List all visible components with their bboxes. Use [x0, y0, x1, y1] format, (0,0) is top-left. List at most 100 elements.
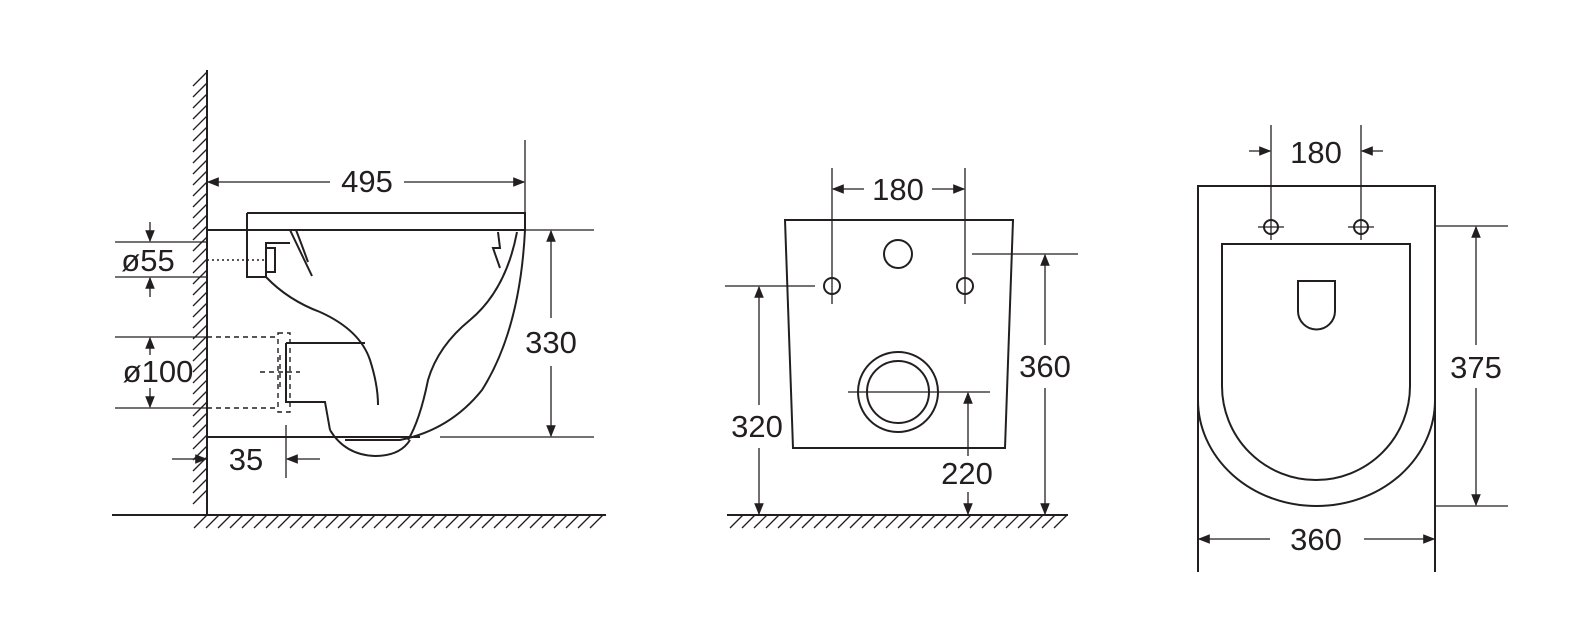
hatch-stroke [457, 514, 472, 529]
hatch-stroke [469, 514, 484, 529]
hatch-stroke [192, 401, 208, 417]
hatch-stroke [192, 115, 208, 131]
hatch-stroke [565, 514, 580, 529]
hatch-stroke [192, 489, 208, 505]
hatch-stroke [337, 514, 352, 529]
hatch-stroke [765, 514, 780, 529]
hatch-stroke [741, 514, 756, 529]
top-view: 180 375 360 [1197, 125, 1508, 572]
dim-inlet-diameter: ø55 [121, 243, 174, 278]
dim-depth: 495 [341, 164, 393, 199]
dim-width: 360 [1290, 522, 1342, 557]
hatch-stroke [192, 302, 208, 318]
inlet-connector [246, 230, 290, 278]
hatch-stroke [1053, 514, 1068, 529]
hatch-stroke [553, 514, 568, 529]
hatch-stroke [193, 514, 208, 529]
dim-outlet-offset: 35 [229, 442, 263, 477]
hatch-stroke [813, 514, 828, 529]
hatch-stroke [192, 137, 208, 153]
hatch-stroke [849, 514, 864, 529]
hatch-stroke [192, 313, 208, 329]
dim-bowl-height: 330 [525, 325, 577, 360]
hatch-stroke [192, 357, 208, 373]
hatch-stroke [192, 203, 208, 219]
hatch-stroke [589, 514, 604, 529]
hatch-stroke [192, 379, 208, 395]
outlet-pipe [285, 342, 365, 431]
hatch-stroke [192, 181, 208, 197]
hatch-stroke [192, 159, 208, 175]
hatch-stroke [192, 170, 208, 186]
hatch-stroke [192, 335, 208, 351]
hatch-stroke [192, 467, 208, 483]
hatch-stroke [481, 514, 496, 529]
dim-total-height: 360 [1019, 349, 1071, 384]
hatch-stroke [325, 514, 340, 529]
seat-opening [1221, 243, 1411, 481]
hatch-stroke [192, 280, 208, 296]
hatch-stroke [421, 514, 436, 529]
hatch-stroke [753, 514, 768, 529]
dim-top-hole-spacing: 180 [1290, 135, 1342, 170]
hatch-stroke [993, 514, 1008, 529]
hatch-stroke [945, 514, 960, 529]
drain-opening [1297, 280, 1336, 331]
hatch-stroke [192, 423, 208, 439]
dim-hole-height: 320 [731, 409, 783, 444]
hatch-stroke [1029, 514, 1044, 529]
hatch-stroke [577, 514, 592, 529]
hatch-stroke [192, 390, 208, 406]
hatch-stroke [192, 412, 208, 428]
hatch-stroke [397, 514, 412, 529]
hatch-stroke [409, 514, 424, 529]
hatch-stroke [885, 514, 900, 529]
hatch-stroke [192, 478, 208, 494]
hatch-stroke [192, 445, 208, 461]
hatch-stroke [265, 514, 280, 529]
hatch-stroke [493, 514, 508, 529]
hatch-stroke [192, 104, 208, 120]
hatch-stroke [241, 514, 256, 529]
hatch-stroke [277, 514, 292, 529]
hatch-stroke [777, 514, 792, 529]
hatch-stroke [192, 346, 208, 362]
bowl-outer-shell [345, 229, 526, 441]
dim-outlet-diameter: ø100 [123, 354, 194, 389]
hatch-stroke [361, 514, 376, 529]
side-view: 495 ø55 ø100 330 35 [112, 70, 606, 529]
hatch-stroke [192, 82, 208, 98]
hatch-stroke [505, 514, 520, 529]
hatch-stroke [909, 514, 924, 529]
hatch-stroke [1005, 514, 1020, 529]
hatch-stroke [192, 126, 208, 142]
hatch-stroke [981, 514, 996, 529]
hatch-stroke [192, 93, 208, 109]
hatch-stroke [192, 291, 208, 307]
seat-outline [207, 212, 526, 231]
bowl-inner-curve [265, 276, 379, 406]
hatch-stroke [837, 514, 852, 529]
hatch-stroke [192, 258, 208, 274]
hatch-stroke [861, 514, 876, 529]
hatch-stroke [229, 514, 244, 529]
hatch-stroke [1041, 514, 1056, 529]
hatch-stroke [933, 514, 948, 529]
floor-hatch [729, 514, 1068, 529]
hatch-stroke [289, 514, 304, 529]
hatch-stroke [873, 514, 888, 529]
hatch-stroke [301, 514, 316, 529]
rear-body-outline [783, 219, 1015, 449]
hatch-stroke [1017, 514, 1032, 529]
hatch-stroke [957, 514, 972, 529]
hatch-stroke [192, 434, 208, 450]
hatch-stroke [897, 514, 912, 529]
top-outer-edges [1197, 185, 1436, 572]
hatch-stroke [541, 514, 556, 529]
rear-view: 180 320 220 360 [725, 168, 1078, 529]
hatch-stroke [192, 214, 208, 230]
hatch-stroke [192, 236, 208, 252]
hatch-stroke [921, 514, 936, 529]
floor-hatch [193, 514, 604, 529]
